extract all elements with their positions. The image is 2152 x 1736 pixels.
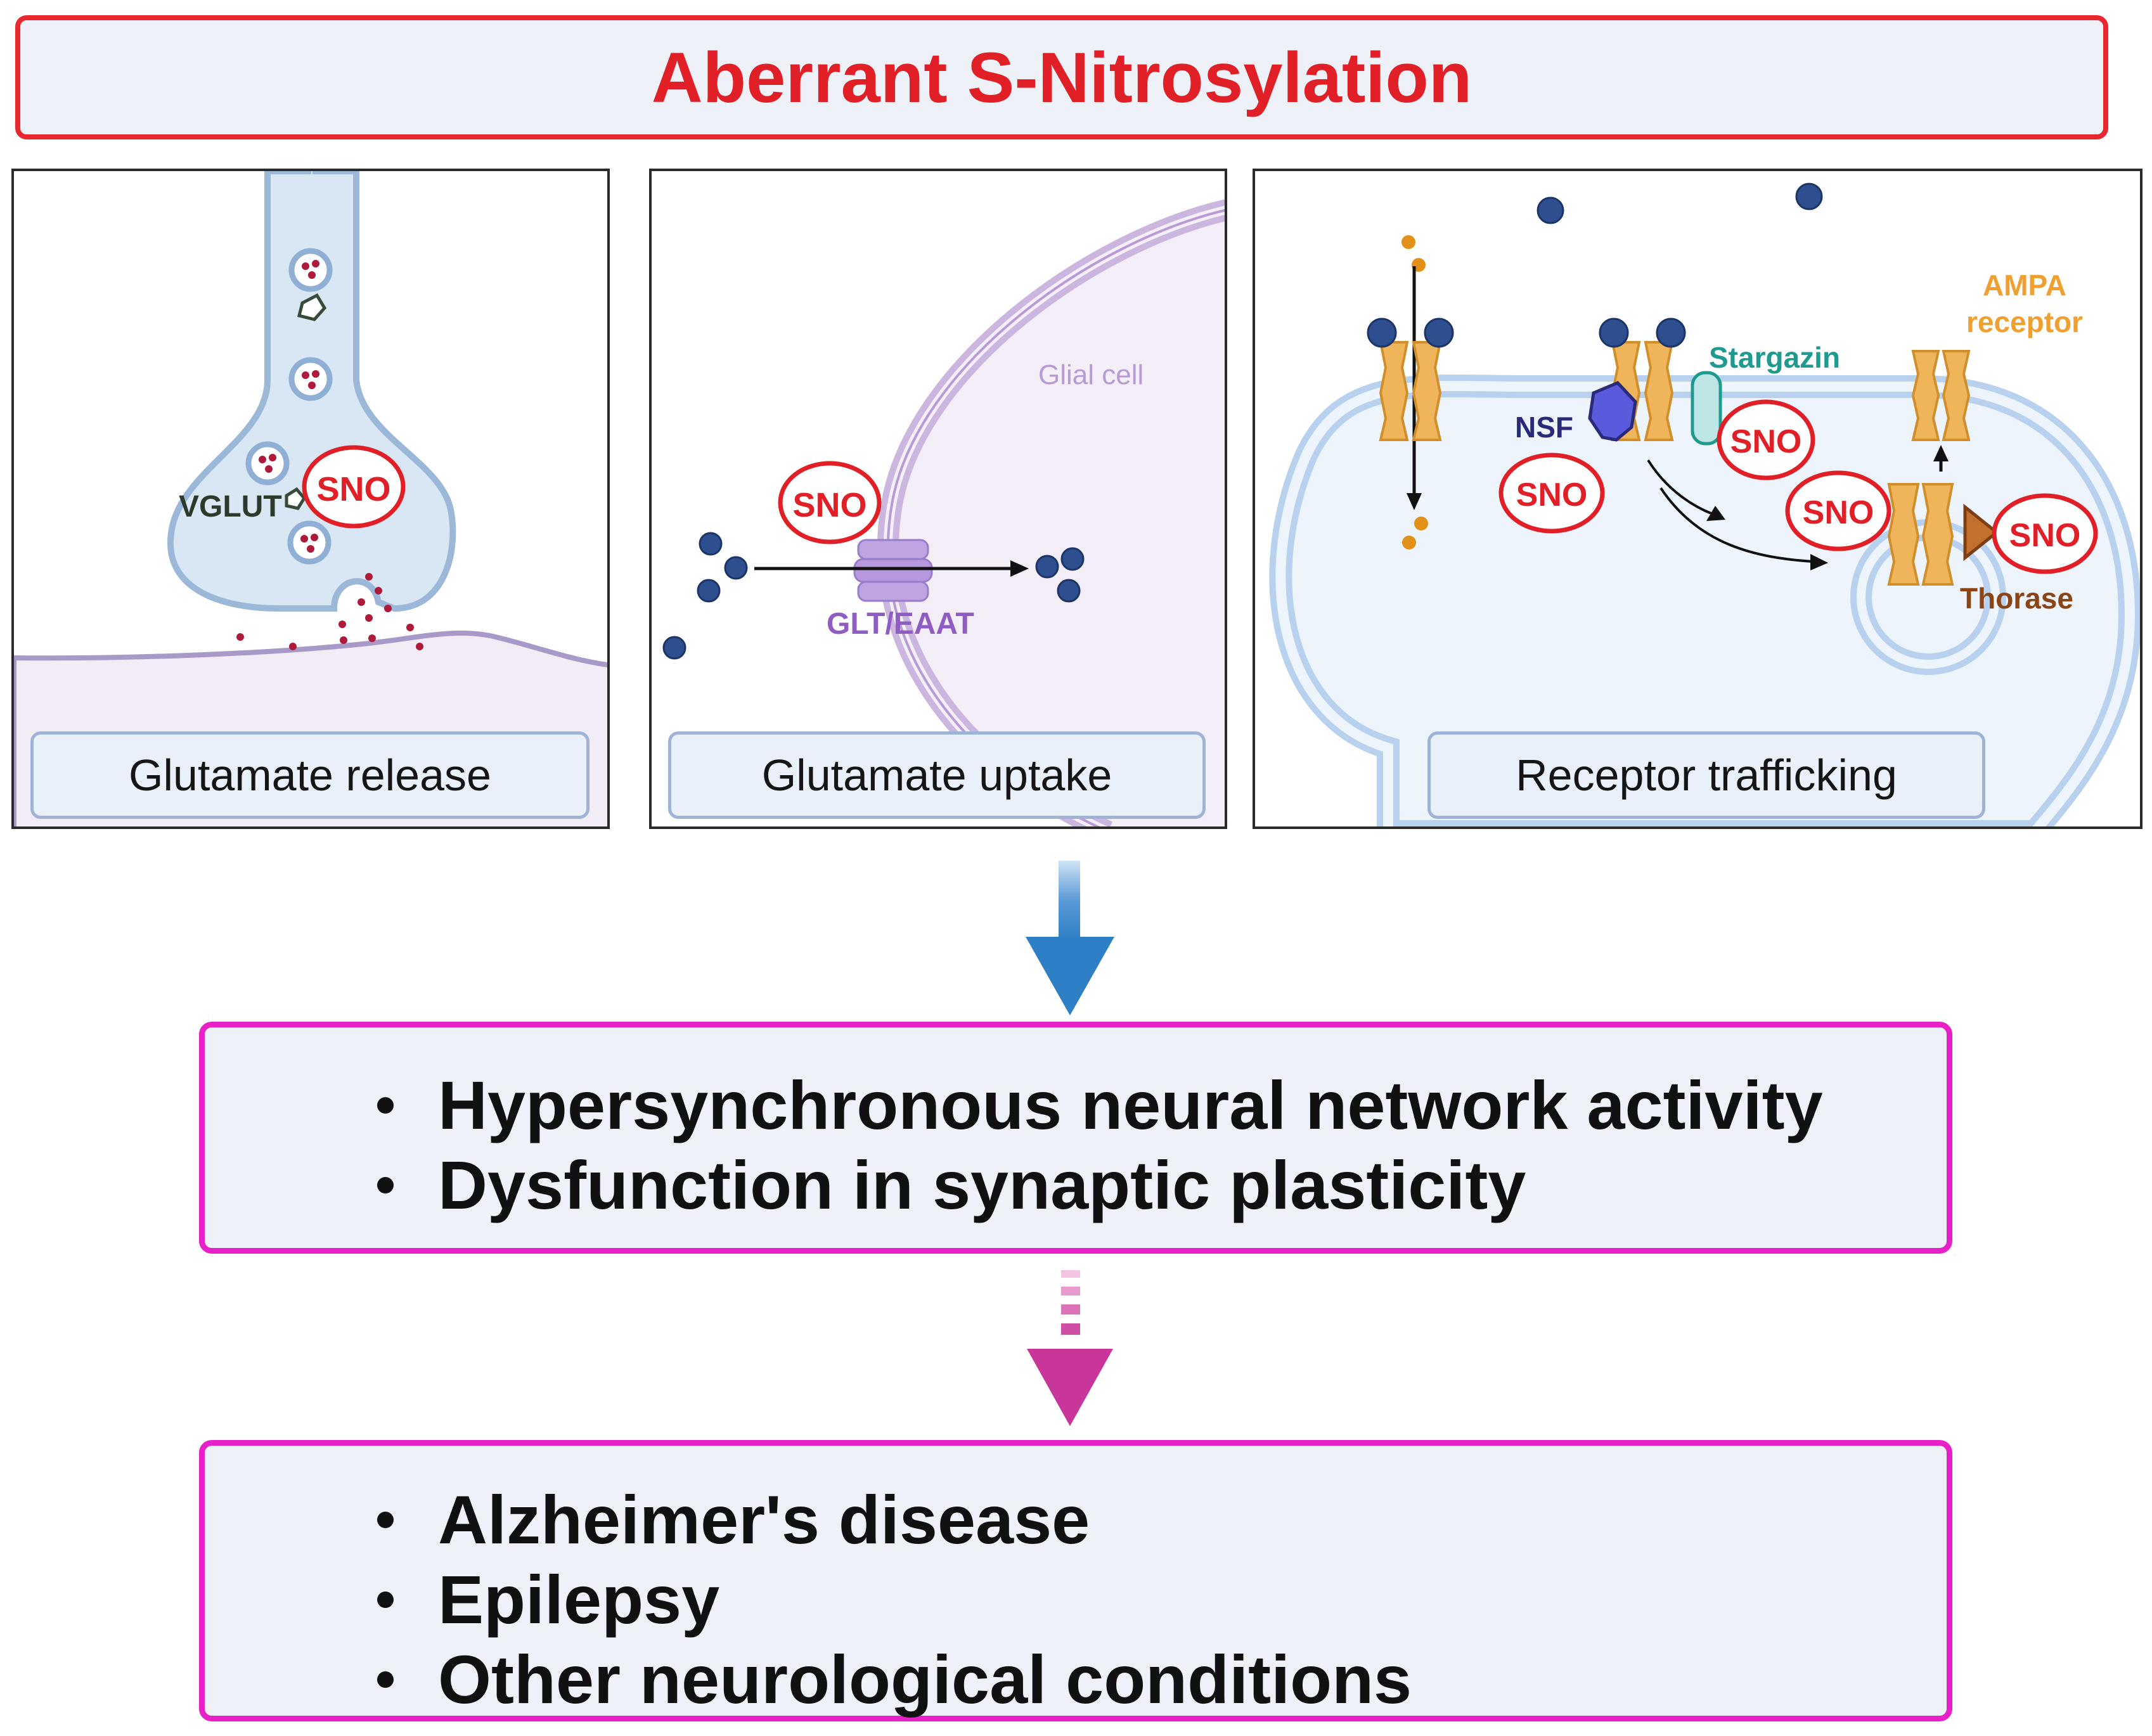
glutamate-molecules (1537, 183, 1823, 224)
sno-marker: SNO (1785, 470, 1891, 551)
receptor-trafficking-illustration: Stargazin NSF AMPA receptor Thorase SNO (1269, 183, 2140, 826)
bullet-icon (377, 1591, 394, 1608)
bullet-icon (377, 1512, 394, 1528)
bullet-icon (377, 1671, 394, 1688)
glial-cell-label: Glial cell (1038, 359, 1144, 390)
thorase-label: Thorase (1960, 582, 2073, 615)
vglut-transporter-icon (297, 293, 327, 321)
ampa-label-line1: AMPA (1983, 269, 2066, 302)
panel-label-glutamate-uptake: Glutamate uptake (668, 731, 1206, 819)
conditions-list-item: Alzheimer's disease (377, 1480, 1947, 1560)
glutamate-molecules (662, 532, 1085, 660)
panel-receptor-trafficking: Stargazin NSF AMPA receptor Thorase SNO (1253, 169, 2142, 829)
nsf-icon (1588, 381, 1637, 442)
title-box: Aberrant S-Nitrosylation (15, 15, 2108, 139)
down-arrow-solid (1026, 861, 1114, 1015)
svg-text:SNO: SNO (792, 486, 867, 524)
conditions-list-item: Other neurological conditions (377, 1640, 1947, 1720)
sno-marker: SNO (1992, 493, 2098, 574)
svg-text:SNO: SNO (1803, 494, 1874, 531)
svg-text:SNO: SNO (1516, 477, 1588, 513)
panel-glutamate-uptake: Glial cell GLT/EAAT SNO Glutamate uptake (649, 169, 1227, 829)
sno-marker: SNO (778, 461, 882, 544)
conditions-list-item: Epilepsy (377, 1560, 1947, 1640)
stargazin-label: Stargazin (1709, 341, 1840, 374)
conditions-list: Alzheimer's disease Epilepsy Other neuro… (377, 1480, 1947, 1720)
bullet-icon (377, 1177, 394, 1193)
sno-marker: SNO (302, 445, 406, 529)
sno-marker: SNO (1498, 453, 1605, 534)
panel-label-glutamate-release: Glutamate release (30, 731, 590, 819)
ampa-receptor-icon (1887, 483, 1954, 586)
nsf-label: NSF (1515, 411, 1573, 444)
stargazin-icon (1691, 371, 1722, 446)
svg-text:SNO: SNO (2009, 517, 2081, 554)
conditions-box: Alzheimer's disease Epilepsy Other neuro… (199, 1440, 1952, 1721)
ampa-label-line2: receptor (1966, 305, 2083, 338)
vglut-label: VGLUT (179, 490, 282, 524)
down-arrow-dashed (1027, 1270, 1113, 1426)
effects-box: Hypersynchronous neural network activity… (199, 1022, 1952, 1254)
effects-list: Hypersynchronous neural network activity… (377, 1065, 1947, 1225)
sno-marker: SNO (1717, 399, 1815, 480)
ampa-receptor-icon (1911, 350, 1971, 441)
panel-label-receptor-trafficking: Receptor trafficking (1427, 731, 1985, 819)
glial-uptake-illustration: Glial cell GLT/EAAT SNO (662, 199, 1225, 826)
bullet-icon (377, 1097, 394, 1114)
svg-text:SNO: SNO (316, 470, 390, 508)
synaptic-vesicles (245, 248, 333, 565)
glt-eaat-label: GLT/EAAT (827, 607, 974, 641)
glt-eaat-transporter-icon (853, 539, 933, 602)
svg-text:SNO: SNO (1730, 423, 1802, 460)
effects-list-item: Hypersynchronous neural network activity (377, 1065, 1947, 1145)
effects-list-item: Dysfunction in synaptic plasticity (377, 1145, 1947, 1225)
synapse-illustration: SNO VGLUT (14, 171, 607, 826)
ampa-receptor-icon (1367, 318, 1454, 441)
diagram-title: Aberrant S-Nitrosylation (651, 37, 1472, 117)
panel-glutamate-release: SNO VGLUT Glutamate release (11, 169, 610, 829)
thorase-icon (1963, 503, 2000, 562)
